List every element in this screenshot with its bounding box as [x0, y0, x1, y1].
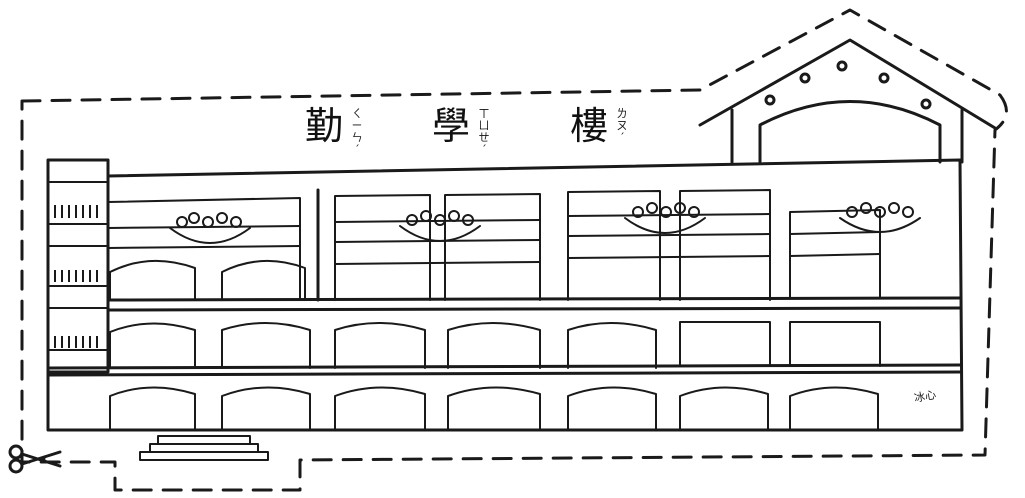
title-char-lou: 樓	[570, 104, 609, 148]
dashed-cut-line	[20, 8, 1008, 492]
middle-floor	[109, 321, 881, 369]
flower-box-2	[399, 210, 481, 242]
title-char-qin: 勤	[305, 104, 344, 148]
title-bopomofo-lou: ㄌㄡˊ	[616, 107, 628, 144]
scissors-icon	[8, 444, 62, 474]
flower-box-3	[624, 202, 706, 234]
flower-box-1	[169, 212, 251, 244]
tower-window-2	[54, 270, 98, 282]
main-building	[46, 158, 964, 432]
title-bopomofo-qin: ㄑㄧㄣˊ	[351, 107, 363, 156]
roof-pavilion	[698, 38, 997, 164]
stair-tower	[46, 158, 110, 374]
tower-window-3	[54, 336, 98, 348]
tower-window-1	[54, 205, 98, 218]
title-bopomofo-xue: ㄒㄩㄝˊ	[478, 107, 490, 156]
flower-box-4	[839, 202, 921, 233]
ground-floor	[109, 386, 879, 431]
top-floor	[107, 188, 881, 302]
entrance-steps	[139, 435, 269, 461]
title-char-xue: 學	[432, 104, 471, 148]
